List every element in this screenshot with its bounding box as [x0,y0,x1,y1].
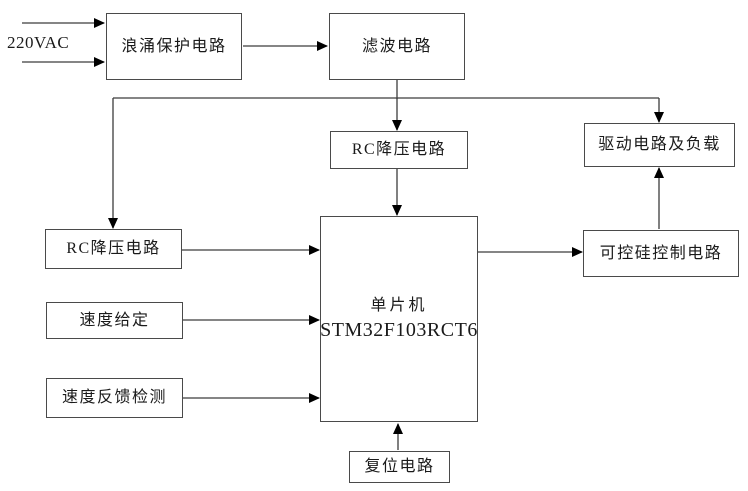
block-reset-circuit: 复位电路 [349,451,450,483]
block-rc-buck-left-label: RC降压电路 [66,240,161,258]
block-surge-protection-label: 浪涌保护电路 [121,37,227,55]
block-speed-feedback-label: 速度反馈检测 [61,389,167,407]
block-mcu: 单片机 STM32F103RCT6 [320,216,478,422]
block-rc-buck-mid: RC降压电路 [330,131,468,169]
block-reset-circuit-label: 复位电路 [364,458,435,476]
block-filter-label: 滤波电路 [361,37,432,55]
block-speed-setpoint-label: 速度给定 [79,311,150,329]
block-mcu-label-line2: STM32F103RCT6 [320,319,478,342]
block-mcu-label-line1: 单片机 [370,296,428,314]
block-rc-buck-mid-label: RC降压电路 [351,141,447,159]
block-rc-buck-left: RC降压电路 [45,229,182,269]
block-mcu-labels: 单片机 STM32F103RCT6 [320,297,478,342]
block-drive-load-label: 驱动电路及负载 [598,136,721,154]
mains-source-label: 220VAC [7,33,70,52]
block-speed-feedback: 速度反馈检测 [46,378,183,418]
block-filter: 滤波电路 [329,13,465,80]
block-scr-control: 可控硅控制电路 [583,230,739,277]
block-scr-control-label: 可控硅控制电路 [599,244,723,262]
block-surge-protection: 浪涌保护电路 [106,13,242,80]
block-speed-setpoint: 速度给定 [46,302,183,339]
block-drive-load: 驱动电路及负载 [584,123,735,167]
